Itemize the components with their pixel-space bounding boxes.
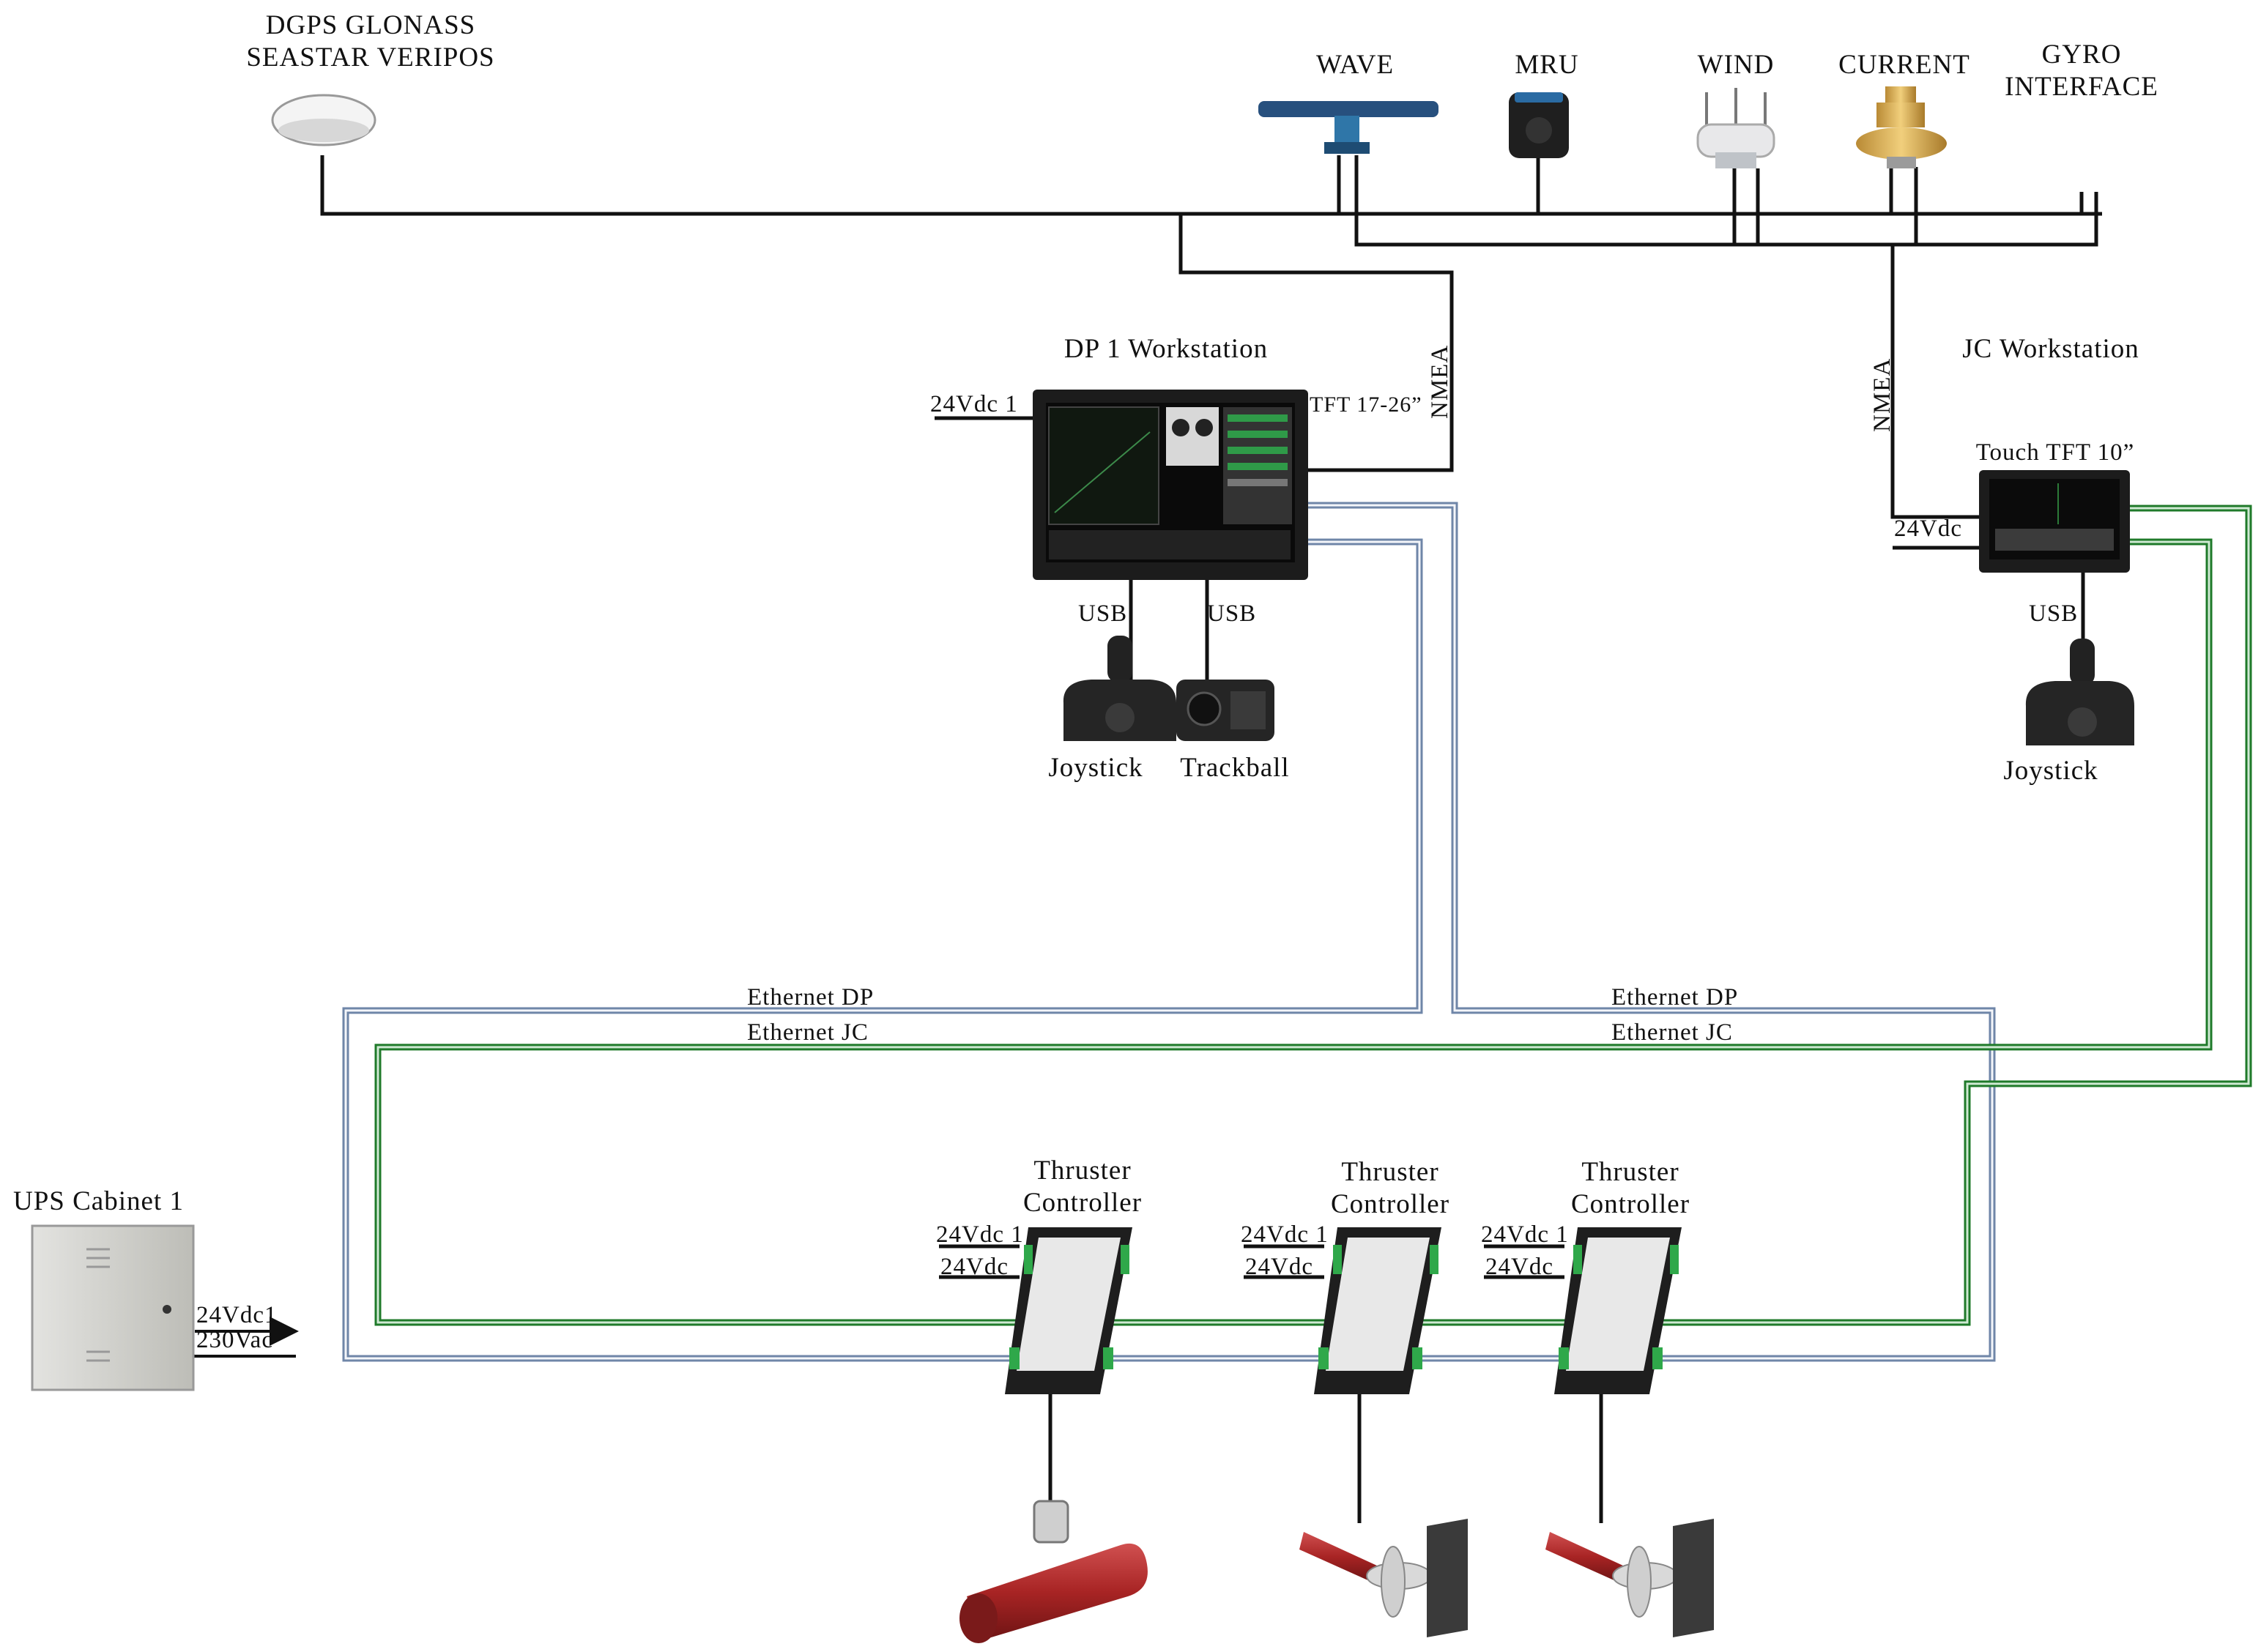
wave-label: WAVE [1316,50,1394,80]
jc-display-label: Touch TFT 10” [1976,439,2135,466]
ethernet-jc-ring [374,505,2252,1326]
trackball-label: Trackball [1180,753,1289,783]
thruster-3-power2: 24Vdc [1485,1254,1553,1280]
jc-power-label: 24Vdc [1894,516,1962,542]
dp-usb-joystick-label: USB [1078,600,1127,627]
thruster-2-title-line2: Controller [1331,1189,1449,1219]
ethernet-dp-label-right: Ethernet DP [1611,984,1738,1011]
dp-workstation-title: DP 1 Workstation [1064,334,1268,364]
thruster-3-title-line1: Thruster [1581,1157,1679,1187]
dp-usb-trackball-label: USB [1207,600,1256,627]
thruster-1-title-line2: Controller [1023,1188,1142,1218]
current-label: CURRENT [1838,50,1970,80]
mru-label: MRU [1515,50,1578,80]
jc-usb-label: USB [2029,600,2078,627]
ups-ac-in-label: 230Vac [196,1327,273,1353]
ups-title: UPS Cabinet 1 [13,1186,184,1216]
jc-workstation-title: JC Workstation [1962,334,2139,364]
trackball-icon [1176,680,1274,741]
dp-workstation-monitor [1033,390,1308,580]
ethernet-dp-label-left: Ethernet DP [747,984,874,1011]
wind-label: WIND [1698,50,1775,80]
thruster-3-title-line2: Controller [1571,1189,1690,1219]
thruster-1-power1: 24Vdc 1 [936,1221,1024,1248]
ups-cabinet-icon [31,1224,195,1391]
gyro-label-line1: GYRO [2042,40,2122,70]
jc-joystick-icon [2025,639,2134,745]
thruster-1-title-line1: Thruster [1033,1156,1131,1186]
ethernet-dp-ring [342,502,1996,1362]
ups-dc-out-label: 24Vdc1 [196,1302,277,1328]
mru-sensor-icon [1509,92,1569,158]
gps-antenna-icon [271,94,376,146]
thruster-controller-2-icon [1314,1227,1441,1394]
dp-nmea-label: NMEA [1427,345,1453,419]
thruster-2-power2: 24Vdc [1245,1254,1313,1280]
wind-sensor-icon [1696,88,1775,168]
thruster-2-power1: 24Vdc 1 [1241,1221,1329,1248]
tunnel-thruster-icon [959,1500,1148,1643]
dp-display-label: TFT 17-26” [1310,392,1422,417]
sensor-bus-wiring [320,155,2102,1523]
ethernet-jc-label-left: Ethernet JC [747,1019,869,1046]
azimuth-thruster-3-icon [1545,1519,1714,1637]
jc-nmea-label: NMEA [1869,358,1896,432]
dgps-label-line1: DGPS GLONASS [266,10,475,40]
ethernet-jc-label-right: Ethernet JC [1611,1019,1733,1046]
thruster-2-title-line1: Thruster [1341,1157,1438,1187]
thruster-1-power2: 24Vdc [940,1254,1009,1280]
dp-power-label: 24Vdc 1 [930,391,1018,417]
azimuth-thruster-2-icon [1299,1519,1468,1637]
thruster-controller-1-icon [1005,1227,1132,1394]
ups-power-arrows [168,1317,299,1371]
thruster-3-power1: 24Vdc 1 [1481,1221,1569,1248]
thruster-controller-3-icon [1554,1227,1682,1394]
jc-touch-monitor [1979,470,2130,573]
dp-joystick-icon [1063,636,1176,741]
dp-joystick-label: Joystick [1048,753,1143,783]
dgps-label-line2: SEASTAR VERIPOS [246,42,494,72]
jc-joystick-label: Joystick [2003,756,2098,786]
gyro-label-line2: INTERFACE [2005,72,2158,102]
current-meter-icon [1856,86,1947,168]
wave-radar-icon [1258,101,1438,154]
